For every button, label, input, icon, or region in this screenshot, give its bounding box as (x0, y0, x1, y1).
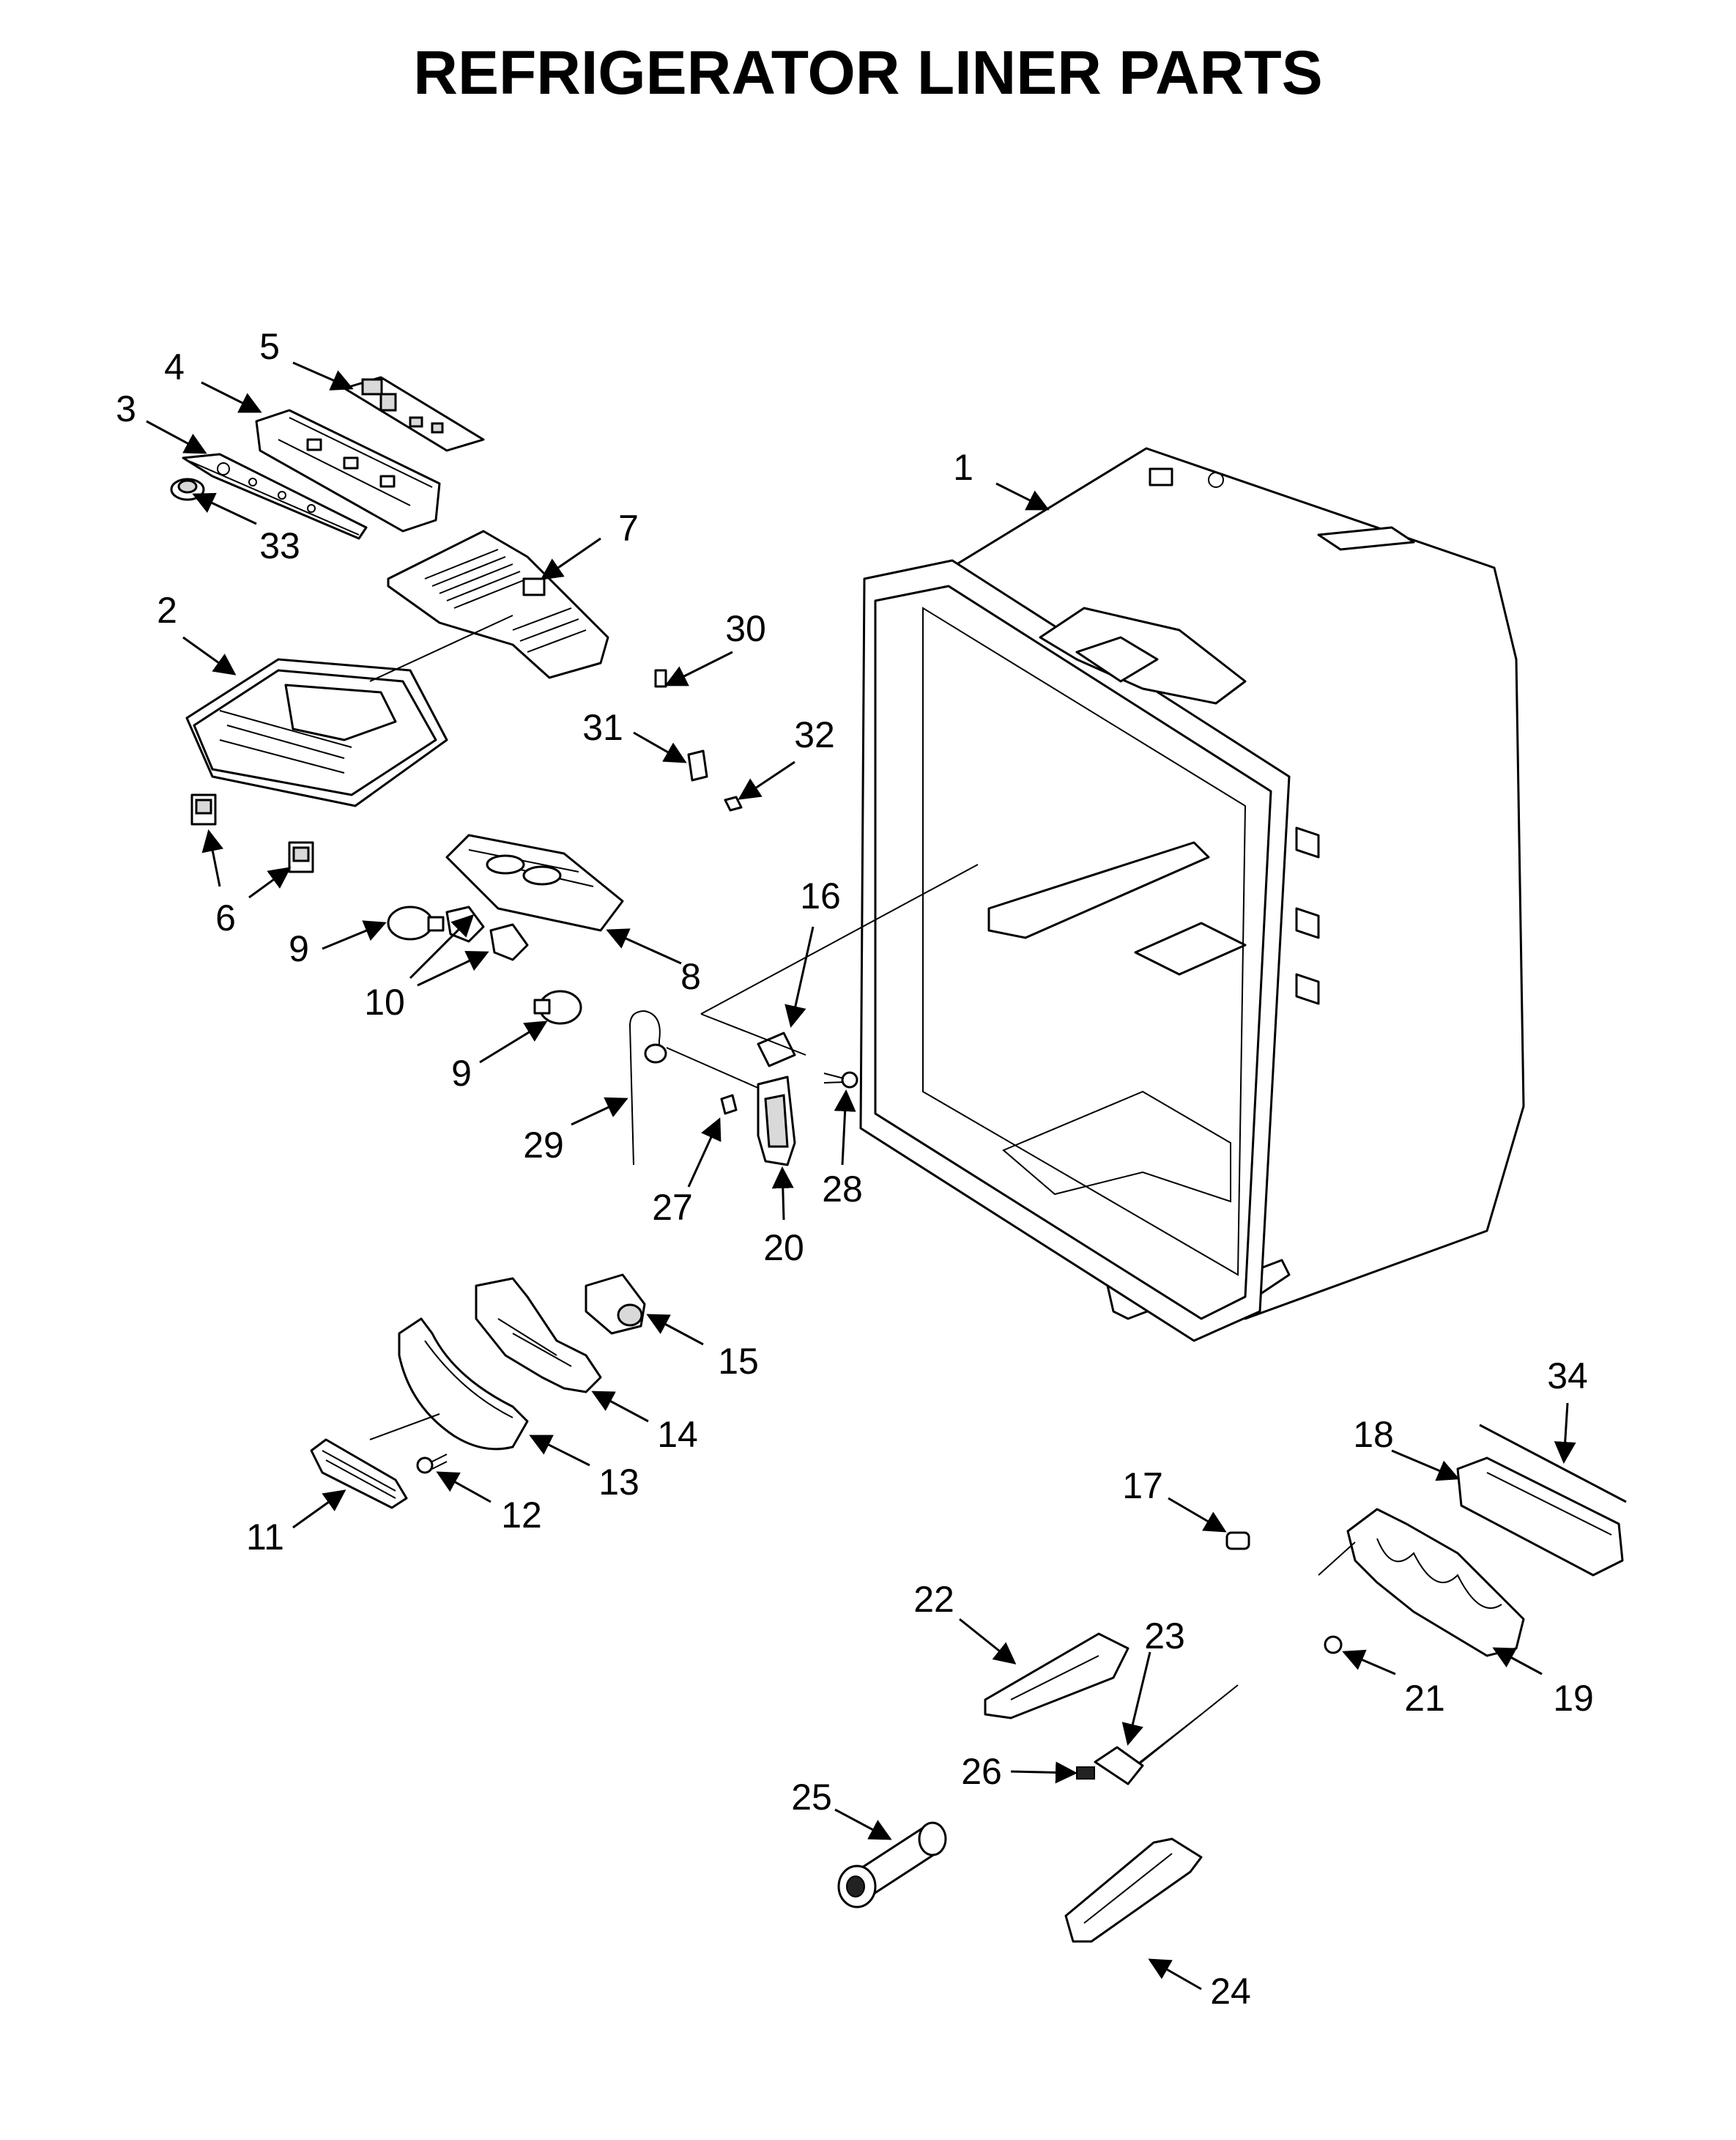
liner-part-1 (859, 447, 1525, 1342)
callout-1: 1 (953, 447, 973, 488)
grille-part-11 (310, 1438, 408, 1509)
fitting-part-26 (1076, 1746, 1144, 1785)
callout-6: 6 (215, 897, 236, 938)
water-filter-part-25 (837, 1821, 947, 1908)
screw-part-21 (1324, 1635, 1343, 1654)
valve-part-19 (1318, 1508, 1525, 1657)
callout-16: 16 (800, 875, 841, 917)
clip-part-27 (720, 1094, 738, 1115)
callout-2: 2 (157, 590, 177, 631)
control-housing-part-2 (185, 658, 448, 807)
callout-4: 4 (164, 347, 185, 388)
control-board-part-5 (343, 376, 485, 452)
leader-lines (146, 361, 1576, 1991)
callout-34: 34 (1547, 1355, 1588, 1396)
callout-15: 15 (718, 1341, 759, 1382)
callout-30: 30 (725, 608, 766, 649)
callout-13: 13 (598, 1462, 639, 1503)
bracket-part-22 (984, 1632, 1129, 1719)
callout-8: 8 (680, 956, 701, 997)
light-housing-part-8 (445, 834, 624, 932)
housing-part-14 (475, 1277, 602, 1393)
bulb-part-9 (387, 906, 582, 1025)
callout-7: 7 (618, 508, 639, 549)
screw-part-12 (416, 1454, 448, 1474)
filter-housing-part-20 (757, 1075, 796, 1166)
diagram-title: REFRIGERATOR LINER PARTS (413, 38, 1322, 107)
callout-21: 21 (1404, 1678, 1445, 1719)
socket-part-10 (445, 906, 529, 961)
callout-33: 33 (259, 525, 300, 566)
filter-cover-part-24 (1064, 1837, 1203, 1943)
callout-9-upper: 9 (289, 928, 309, 969)
callout-17: 17 (1122, 1465, 1163, 1506)
tube-part-29 (628, 1010, 667, 1166)
callout-27: 27 (652, 1187, 693, 1228)
callout-29: 29 (523, 1125, 564, 1166)
clip-part-32 (724, 796, 743, 812)
callout-18: 18 (1353, 1414, 1394, 1455)
clip-part-30 (654, 669, 667, 688)
callout-28: 28 (822, 1169, 863, 1210)
callout-5: 5 (259, 326, 280, 367)
air-duct-part-7 (387, 530, 609, 679)
overlay-part-3 (182, 453, 368, 540)
callout-20: 20 (763, 1227, 804, 1268)
callout-32: 32 (794, 714, 835, 755)
bracket-part-18 (1456, 1456, 1624, 1577)
control-bezel-part-4 (255, 409, 441, 533)
screw-part-28 (823, 1071, 858, 1089)
callout-9-lower: 9 (451, 1053, 472, 1094)
callout-19: 19 (1553, 1678, 1594, 1719)
callout-26: 26 (961, 1751, 1002, 1792)
bracket-part-31 (687, 749, 708, 782)
cap-part-16 (757, 1032, 796, 1067)
rod-part-34 (1479, 1423, 1627, 1503)
fitting-part-17 (1225, 1531, 1250, 1550)
callout-12: 12 (501, 1495, 542, 1536)
callout-23: 23 (1144, 1615, 1185, 1656)
callout-14: 14 (657, 1414, 698, 1455)
tube-part-23 (1127, 1684, 1239, 1774)
callout-11: 11 (246, 1517, 284, 1558)
damper-part-15 (585, 1273, 646, 1335)
callout-24: 24 (1210, 1971, 1251, 2012)
switch-part-6 (190, 793, 314, 873)
callout-labels: 1 2 3 4 5 6 7 8 9 9 10 11 12 13 14 15 16… (116, 326, 1594, 2012)
callout-25: 25 (791, 1777, 832, 1818)
callout-10: 10 (364, 982, 405, 1023)
callout-3: 3 (116, 388, 136, 429)
callout-22: 22 (913, 1579, 954, 1620)
callout-31: 31 (582, 707, 623, 748)
